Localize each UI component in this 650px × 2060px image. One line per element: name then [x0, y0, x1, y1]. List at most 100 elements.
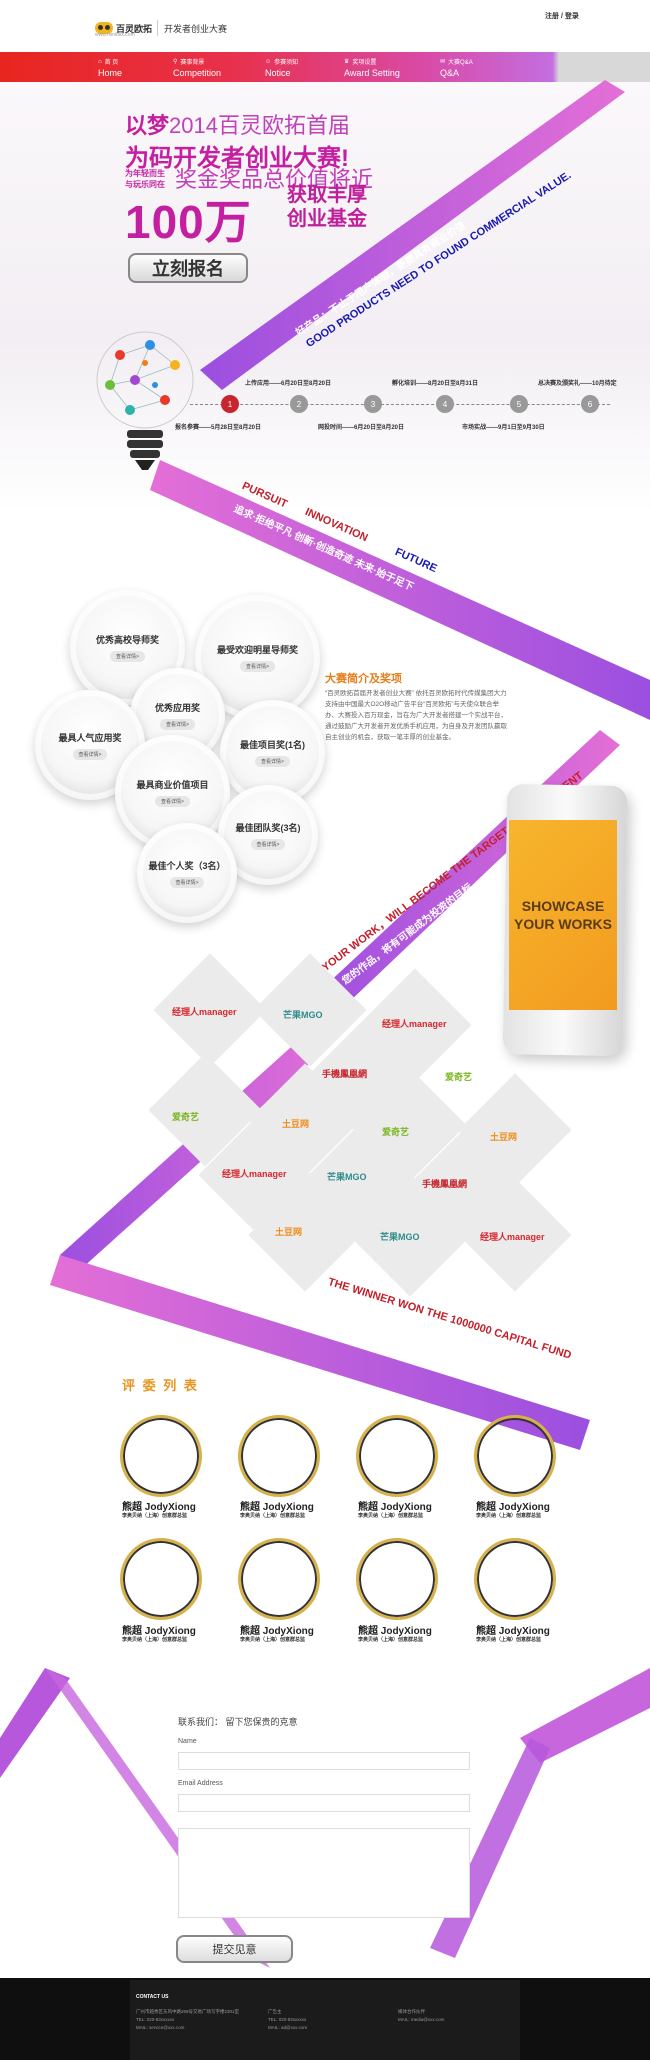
- nav-item-home[interactable]: ⌂首 页 Home: [98, 57, 123, 79]
- partner-logo[interactable]: 土豆网: [275, 1227, 303, 1237]
- hero-line2-b: 开发者创业大赛!: [173, 145, 349, 172]
- footer-title: CONTACT US: [136, 1994, 169, 2000]
- logo-subtitle: www.minitoix.com: [95, 32, 135, 38]
- nav-item-award-setting[interactable]: ♛奖项设置 Award Setting: [344, 57, 400, 78]
- timeline-step-1[interactable]: 1: [221, 395, 239, 413]
- award-details-button[interactable]: 查看详情>: [250, 838, 286, 850]
- submit-button[interactable]: 提交见意: [176, 1935, 293, 1963]
- judge-avatar[interactable]: [238, 1538, 320, 1620]
- award-title: 最佳团队奖(3名): [235, 822, 301, 833]
- partner-logo[interactable]: 芒果MGO: [283, 1010, 323, 1020]
- hero-fund-2: 创业基金: [287, 208, 367, 230]
- footer-tel: TEL: 020-83xxxxxx: [136, 2017, 175, 2022]
- footer-mail[interactable]: MAIL: service@xxx.com: [136, 2025, 185, 2030]
- message-textarea[interactable]: [178, 1828, 470, 1918]
- nav-label-en: Award Setting: [344, 68, 400, 78]
- partner-logo[interactable]: 经理人manager: [222, 1169, 287, 1179]
- nav-item-competition[interactable]: ⚲赛事背景 Competition: [173, 57, 221, 78]
- judge-name: 熊超 JodyXiong: [476, 1626, 550, 1637]
- partner-logo[interactable]: 土豆网: [282, 1119, 310, 1129]
- award-title: 最受欢迎明星导师奖: [216, 645, 298, 655]
- footer-col-3: 媒体合作伙伴 MAIL: media@xxx.com: [398, 2008, 508, 2024]
- award-title: 优秀应用奖: [154, 703, 200, 713]
- location-icon: ⚲: [173, 59, 178, 65]
- award-details-button[interactable]: 查看详情>: [255, 756, 290, 767]
- judge-avatar[interactable]: [474, 1415, 556, 1497]
- timeline-step-5[interactable]: 5: [510, 395, 528, 413]
- lightbulb-icon: [96, 331, 194, 470]
- contact-heading: 联系我们： 留下您保贵的克意: [178, 1717, 298, 1727]
- award-details-button[interactable]: 查看详情>: [160, 719, 195, 730]
- partner-logo[interactable]: 手機鳳凰網: [322, 1069, 368, 1079]
- nav-label-cn: 首 页: [104, 60, 119, 66]
- nav-label-cn: 赛事背景: [180, 60, 205, 66]
- judge-title: 李奥贝纳（上海）创意群总监: [476, 1513, 542, 1519]
- judges-title: 评 委 列 表: [122, 1378, 199, 1393]
- nav-label-en: Home: [98, 68, 123, 78]
- hero-fund-1: 获取丰厚: [287, 184, 367, 206]
- judge-title: 李奥贝纳（上海）创意群总监: [122, 1637, 188, 1643]
- partner-logo[interactable]: 手機鳳凰網: [422, 1179, 468, 1189]
- hero-amount: 100万: [125, 196, 252, 248]
- judge-avatar[interactable]: [120, 1415, 202, 1497]
- award-bubble-8[interactable]: 最佳个人奖（3名） 查看详情>: [137, 823, 237, 923]
- partner-logo[interactable]: 经理人manager: [172, 1007, 237, 1017]
- partner-logo[interactable]: 经理人manager: [480, 1232, 545, 1242]
- ribbon-winner: [50, 1255, 590, 1450]
- ribbon-left: [0, 1668, 70, 1778]
- judge-avatar[interactable]: [238, 1415, 320, 1497]
- footer-col-1: 广州市越秀区东风中路268号交易广场写字楼2301室 TEL: 020-83xx…: [136, 2008, 246, 2032]
- ribbon-hero: [200, 80, 625, 390]
- nav-label-cn: 参赛须知: [274, 60, 299, 66]
- login-register-link[interactable]: 注册 / 登录: [545, 13, 579, 20]
- footer-ribbon-decoration: [0, 1668, 650, 1968]
- partner-logo[interactable]: 芒果MGO: [380, 1232, 420, 1242]
- hero-line1-b: 2014百灵欧拓首届: [169, 113, 350, 138]
- judge-avatar[interactable]: [474, 1538, 556, 1620]
- judge-avatar[interactable]: [356, 1415, 438, 1497]
- timeline-step-6[interactable]: 6: [581, 395, 599, 413]
- award-title: 最佳个人奖（3名）: [148, 860, 226, 871]
- partner-logo[interactable]: 土豆网: [490, 1132, 518, 1142]
- timeline-step-3[interactable]: 3: [364, 395, 382, 413]
- partner-logo[interactable]: 芒果MGO: [327, 1172, 367, 1182]
- signup-button[interactable]: 立刻报名: [128, 253, 248, 283]
- award-details-button[interactable]: 查看详情>: [110, 651, 145, 662]
- hero-fund: 获取丰厚创业基金: [287, 183, 367, 231]
- award-details-button[interactable]: 查看详情>: [72, 748, 108, 760]
- partner-logo[interactable]: 经理人manager: [382, 1019, 447, 1029]
- site-title: 开发者创业大赛: [164, 24, 228, 34]
- logo[interactable]: 百灵欧拓: [95, 20, 155, 36]
- announcement-text[interactable]: 最新公告：好消息大赛奖金翻倍: [495, 43, 566, 49]
- nav-item-notice[interactable]: ☺参赛须知 Notice: [265, 57, 299, 79]
- judge-avatar[interactable]: [120, 1538, 202, 1620]
- award-details-button[interactable]: 查看详情>: [169, 876, 205, 888]
- award-details-button[interactable]: 查看详情>: [155, 796, 190, 807]
- email-input[interactable]: [178, 1794, 470, 1812]
- timeline-step-4[interactable]: 4: [436, 395, 454, 413]
- partner-logo[interactable]: 爱奇艺: [382, 1127, 410, 1137]
- name-input[interactable]: [178, 1752, 470, 1770]
- judge-name: 熊超 JodyXiong: [358, 1502, 432, 1513]
- partner-logo[interactable]: 爱奇艺: [445, 1072, 473, 1082]
- nav-item-qa[interactable]: ✉大赛Q&A Q&A: [440, 57, 473, 78]
- judge-name: 熊超 JodyXiong: [240, 1626, 314, 1637]
- owl-logo-icon: [95, 22, 113, 34]
- hero-line2: 为码开发者创业大赛!: [125, 138, 349, 173]
- footer-mail[interactable]: MAIL: media@xxx.com: [398, 2017, 445, 2022]
- timeline-step-2[interactable]: 2: [290, 395, 308, 413]
- judge-avatar[interactable]: [356, 1538, 438, 1620]
- judge-title: 李奥贝纳（上海）创意群总监: [358, 1513, 424, 1519]
- name-label: Name: [178, 1738, 197, 1745]
- footer-advertiser: 广告主: [268, 2009, 282, 2014]
- footer-col-2: 广告主 TEL: 020-83xxxxxx MAIL: ad@xxx.com: [268, 2008, 368, 2032]
- award-details-button[interactable]: 查看详情>: [240, 661, 275, 672]
- nav-label-en: Competition: [173, 68, 222, 78]
- footer-mail[interactable]: MAIL: ad@xxx.com: [268, 2025, 308, 2030]
- home-icon: ⌂: [98, 58, 102, 65]
- judge-name: 熊超 JodyXiong: [358, 1626, 432, 1637]
- timeline-line: [190, 404, 610, 405]
- partner-logo[interactable]: 爱奇艺: [172, 1112, 200, 1122]
- ribbon-left-down: [45, 1668, 270, 1968]
